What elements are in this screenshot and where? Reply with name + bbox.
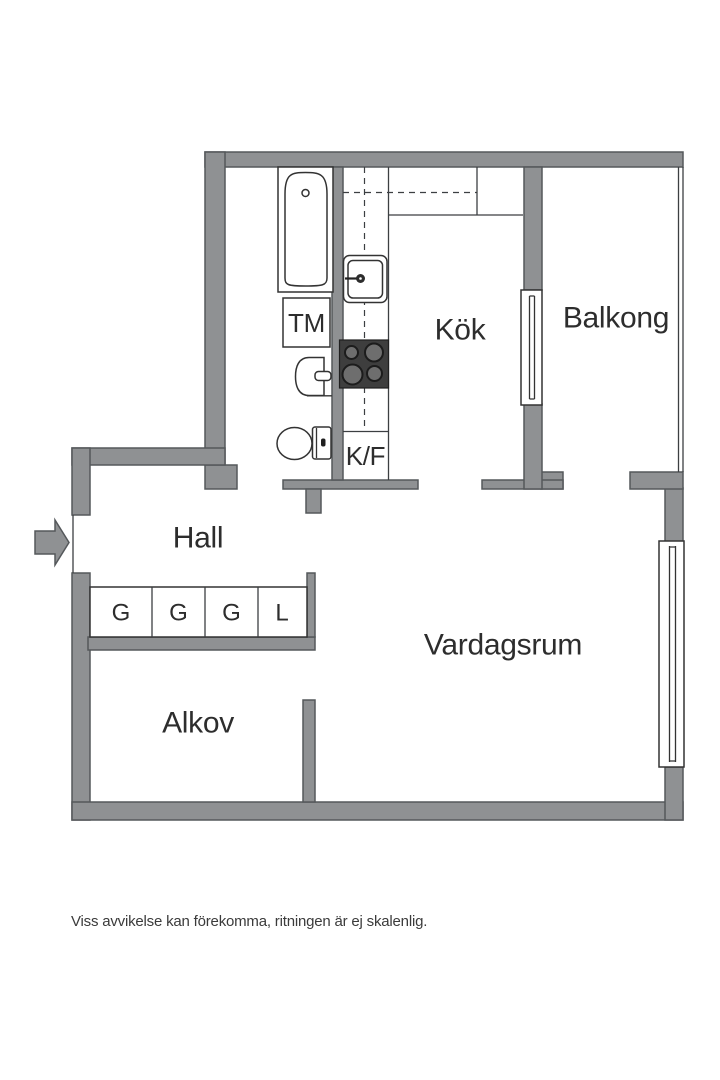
closet-row-outline xyxy=(89,586,308,638)
kitchen-balcony-window xyxy=(520,289,543,406)
entry-arrow-icon xyxy=(34,517,70,568)
room-label-alcove: Alkov xyxy=(162,707,234,740)
living-room-window xyxy=(658,540,685,768)
wall-kitchen-bottom xyxy=(282,479,419,490)
wall-bath-kitchen-divider xyxy=(331,166,344,481)
wall-top xyxy=(204,151,684,168)
wall-left-upper xyxy=(71,447,91,516)
toilet-flush-button xyxy=(321,438,326,447)
wall-kitchen-balcony-upper xyxy=(523,166,543,291)
wall-kitchen-stub xyxy=(305,488,322,514)
basin-tap xyxy=(314,370,332,382)
wall-bottom xyxy=(71,801,684,821)
room-label-living-room: Vardagsrum xyxy=(424,629,582,662)
wall-bathroom-left xyxy=(204,151,226,466)
disclaimer-text: Viss avvikelse kan förekomma, ritningen … xyxy=(71,913,427,930)
closet-row: G G G L xyxy=(89,586,308,638)
wall-kitchen-balcony-lower xyxy=(523,403,543,490)
balcony-railing xyxy=(677,167,684,472)
burner-top-right xyxy=(364,342,384,363)
closet-label-1: G xyxy=(112,600,131,627)
walls xyxy=(71,151,684,821)
closet-label-3: G xyxy=(222,600,241,627)
wall-facade-right xyxy=(629,471,684,490)
closet-label-2: G xyxy=(169,600,188,627)
room-label-hall: Hall xyxy=(173,522,223,555)
wall-right-mid xyxy=(664,487,684,544)
stove-icon xyxy=(338,339,390,389)
room-label-balcony: Balkong xyxy=(563,302,669,335)
wall-alcove-divider xyxy=(302,699,316,803)
wall-closet-stub xyxy=(306,572,316,638)
kitchen-counter-lines xyxy=(343,167,523,480)
label-washing-machine: TM xyxy=(288,308,325,338)
bathtub-drain xyxy=(301,188,310,198)
closet-dividers xyxy=(151,587,259,637)
bathtub-icon xyxy=(277,166,334,293)
hand-basin-icon xyxy=(294,356,332,397)
room-label-kitchen: Kök xyxy=(435,314,487,347)
label-fridge-freezer: K/F xyxy=(346,441,386,471)
wall-right-below-window xyxy=(664,766,684,821)
toilet-icon xyxy=(276,426,332,461)
burner-top-left xyxy=(344,345,359,360)
wall-closet-bottom xyxy=(87,636,316,651)
wall-bathroom-door-jamb xyxy=(204,464,238,490)
burner-bottom-right xyxy=(366,365,383,382)
kitchen-sink-icon xyxy=(342,254,388,304)
wall-facade-left xyxy=(481,479,564,490)
washing-machine-box xyxy=(282,297,331,348)
closet-label-4: L xyxy=(275,600,288,627)
wall-left-lower xyxy=(71,572,91,821)
wall-hall-top xyxy=(71,447,226,466)
burner-bottom-left xyxy=(341,363,364,386)
